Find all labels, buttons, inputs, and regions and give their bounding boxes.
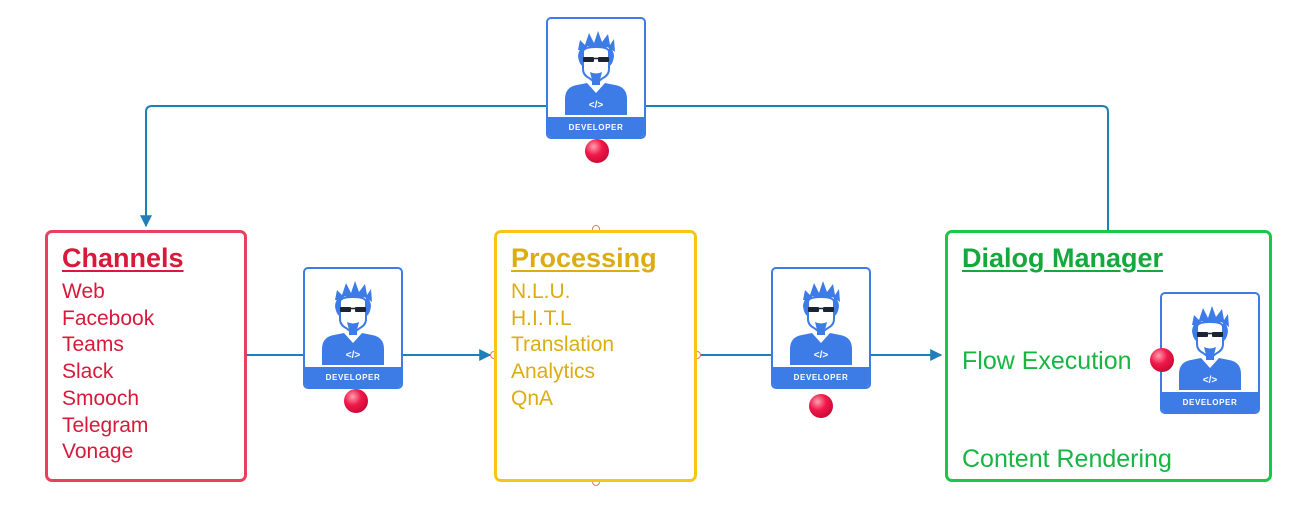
- status-dot: [809, 394, 833, 418]
- channel-item: Smooch: [62, 386, 140, 410]
- developer-icon: </>: [1179, 306, 1241, 390]
- processing-item: QnA: [511, 386, 554, 410]
- channel-item: Facebook: [62, 306, 155, 330]
- channel-item: Teams: [62, 333, 124, 357]
- developer-label: DEVELOPER: [1162, 392, 1258, 412]
- processing-item: Analytics: [511, 360, 596, 384]
- channels-box[interactable]: Channels Web Facebook Teams Slack Smooch…: [45, 230, 247, 482]
- svg-text:</>: </>: [589, 100, 604, 111]
- status-dot: [1150, 348, 1174, 372]
- svg-text:</>: </>: [814, 350, 829, 361]
- svg-text:</>: </>: [1203, 375, 1218, 386]
- developer-label: DEVELOPER: [305, 367, 401, 387]
- channel-item: Vonage: [62, 440, 134, 464]
- svg-text:</>: </>: [346, 350, 361, 361]
- status-dot: [344, 389, 368, 413]
- channels-title: Channels: [62, 243, 184, 273]
- content-rendering-label: Content Rendering: [962, 445, 1172, 473]
- developer-icon: </>: [565, 31, 627, 115]
- developer-label: DEVELOPER: [548, 117, 644, 137]
- developer-card-middle[interactable]: </> DEVELOPER: [771, 267, 871, 389]
- developer-label: DEVELOPER: [773, 367, 869, 387]
- processing-item: N.L.U.: [511, 280, 571, 303]
- developer-icon: </>: [322, 281, 384, 365]
- processing-item: Translation: [511, 333, 615, 357]
- developer-card-top[interactable]: </> DEVELOPER: [546, 17, 646, 139]
- processing-box[interactable]: Processing N.L.U. H.I.T.L Translation An…: [494, 230, 697, 482]
- status-dot: [585, 139, 609, 163]
- channels-list: Web Facebook Teams Slack Smooch Telegram…: [62, 279, 154, 466]
- processing-item: H.I.T.L: [511, 306, 572, 330]
- developer-card-dialog[interactable]: </> DEVELOPER: [1160, 292, 1260, 414]
- processing-list: N.L.U. H.I.T.L Translation Analytics QnA: [511, 279, 614, 413]
- channel-item: Slack: [62, 360, 114, 384]
- flow-execution-label: Flow Execution: [962, 347, 1132, 375]
- channel-item: Telegram: [62, 413, 149, 437]
- developer-icon: </>: [790, 281, 852, 365]
- dialog-manager-title: Dialog Manager: [962, 243, 1164, 273]
- processing-title: Processing: [511, 243, 657, 273]
- channel-item: Web: [62, 280, 105, 303]
- developer-card-left[interactable]: </> DEVELOPER: [303, 267, 403, 389]
